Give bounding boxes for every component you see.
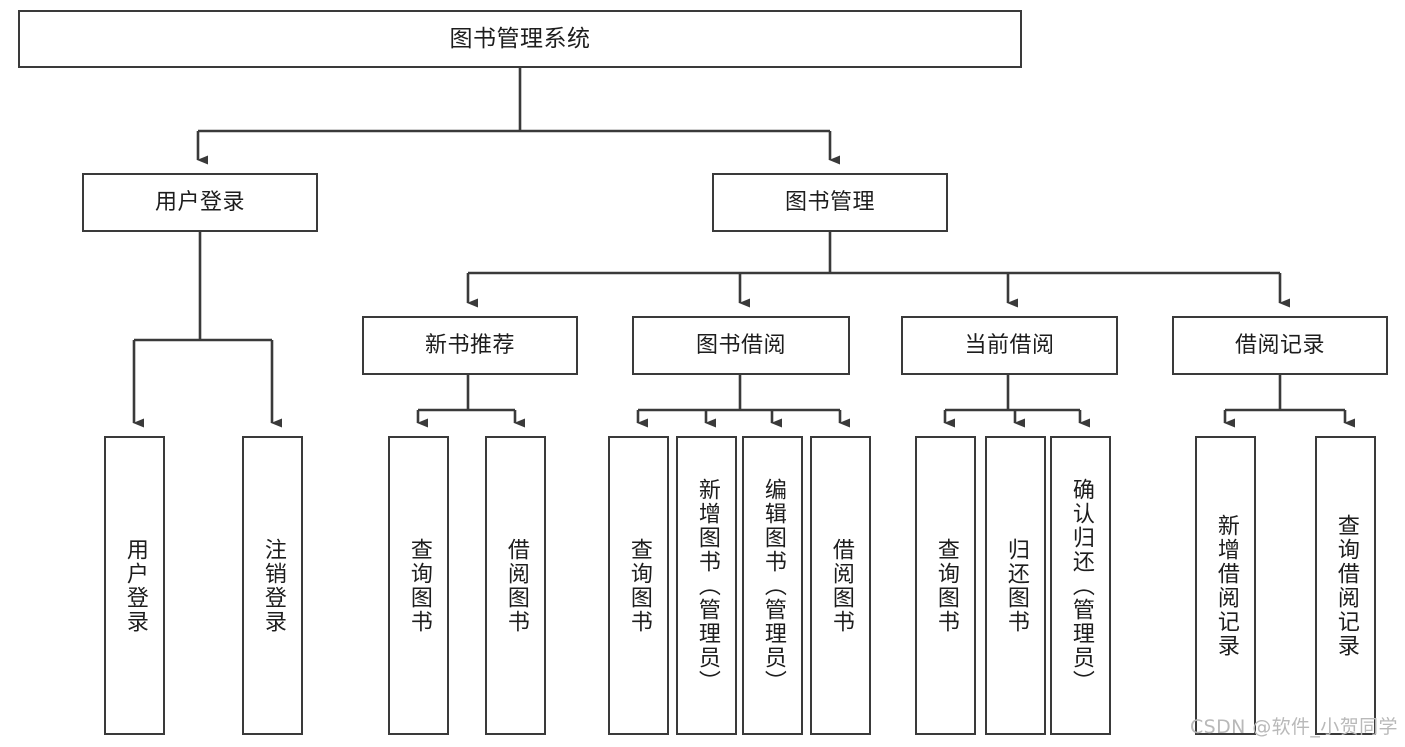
leaf-new-book-query[interactable]: 查询图书 [388,436,449,735]
node-label: 当前借阅 [964,332,1055,358]
node-label: 借阅图书 [503,537,529,634]
node-book-management[interactable]: 图书管理 [712,173,948,232]
leaf-user-login-logout[interactable]: 注销登录 [242,436,303,735]
node-label: 图书管理 [784,189,875,215]
node-label: 用户登录 [122,537,148,634]
node-label: 编辑图书（管理员） [760,477,786,694]
node-label: 新增借阅记录 [1213,513,1239,658]
node-label: 查询图书 [626,537,652,634]
node-label: 归还图书 [1003,537,1029,634]
leaf-book-borrow-edit[interactable]: 编辑图书（管理员） [742,436,803,735]
node-label: 借阅记录 [1234,332,1325,358]
node-user-login[interactable]: 用户登录 [82,173,318,232]
node-book-borrow[interactable]: 图书借阅 [632,316,850,375]
node-label: 查询图书 [406,537,432,634]
node-label: 查询图书 [933,537,959,634]
leaf-current-borrow-return[interactable]: 归还图书 [985,436,1046,735]
leaf-user-login-signin[interactable]: 用户登录 [104,436,165,735]
leaf-borrow-record-query[interactable]: 查询借阅记录 [1315,436,1376,735]
node-label: 查询借阅记录 [1333,513,1359,658]
leaf-borrow-record-add[interactable]: 新增借阅记录 [1195,436,1256,735]
leaf-book-borrow-query[interactable]: 查询图书 [608,436,669,735]
leaf-book-borrow-add[interactable]: 新增图书（管理员） [676,436,737,735]
leaf-book-borrow-borrow[interactable]: 借阅图书 [810,436,871,735]
leaf-current-borrow-query[interactable]: 查询图书 [915,436,976,735]
node-label: 用户登录 [154,189,245,215]
node-current-borrow[interactable]: 当前借阅 [901,316,1118,375]
node-label: 图书借阅 [695,332,786,358]
node-label: 借阅图书 [828,537,854,634]
node-label: 确认归还（管理员） [1068,477,1094,694]
leaf-current-borrow-confirm[interactable]: 确认归还（管理员） [1050,436,1111,735]
node-root-system[interactable]: 图书管理系统 [18,10,1022,68]
node-label: 新增图书（管理员） [694,477,720,694]
node-label: 注销登录 [260,537,286,634]
leaf-new-book-borrow[interactable]: 借阅图书 [485,436,546,735]
node-label: 图书管理系统 [449,25,591,52]
node-borrow-record[interactable]: 借阅记录 [1172,316,1388,375]
csdn-watermark: CSDN @软件_小贺同学 [1190,716,1398,738]
node-label: 新书推荐 [424,332,515,358]
node-new-book-recommend[interactable]: 新书推荐 [362,316,578,375]
